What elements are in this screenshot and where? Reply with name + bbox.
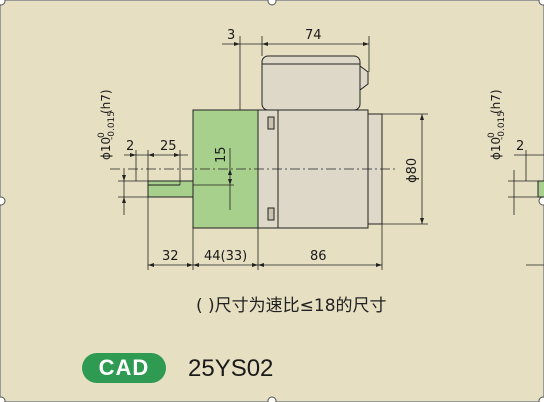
screw-top	[267, 116, 275, 130]
fragment-shaft	[537, 180, 544, 198]
dim-label-body-dia: ϕ80	[405, 158, 420, 183]
shaft-tol-fit: (h7)	[99, 89, 113, 114]
handle-middle-left[interactable]	[0, 196, 6, 206]
handle-bottom-left[interactable]	[0, 396, 6, 402]
dim-label-key-offset: 2	[126, 139, 134, 154]
arrow	[363, 42, 369, 46]
shaft-tol-upper: 0	[487, 132, 497, 138]
shaft-tol-lower: -0.015	[107, 111, 117, 140]
handle-top-middle[interactable]	[267, 0, 277, 6]
arrow	[130, 153, 136, 157]
arrow	[258, 263, 264, 267]
dim-label-motor-len: 86	[310, 249, 327, 264]
model-number: 25YS02	[188, 355, 274, 382]
terminal-plug	[359, 65, 369, 91]
dim-label-top-gap: 3	[227, 28, 235, 43]
arrow	[122, 197, 126, 203]
dim-label-key-offset: 2	[516, 139, 524, 154]
output-shaft	[147, 180, 194, 198]
dimension-lines	[118, 36, 428, 270]
cad-button[interactable]: CAD	[82, 353, 166, 383]
handle-middle-right[interactable]	[538, 196, 544, 206]
shaft-tol-prefix: ϕ10	[99, 137, 113, 160]
arrow	[174, 153, 180, 157]
motor-drawing	[110, 55, 395, 229]
dim-label-key-len: 25	[160, 139, 177, 154]
dim-label-key-height: 15	[214, 146, 229, 163]
shaft-tol-upper: 0	[97, 132, 107, 138]
arrow	[148, 153, 154, 157]
arrow	[122, 175, 126, 181]
arrow	[376, 263, 382, 267]
arrow	[187, 263, 193, 267]
handle-top-right[interactable]	[538, 0, 544, 6]
shaft-tol-prefix: ϕ10	[489, 137, 503, 160]
adjacent-drawing-fragment: ϕ10 0 -0.015 (h7) 2	[487, 89, 544, 266]
shaft-tolerance-label: ϕ10 0 -0.015 (h7)	[97, 89, 117, 160]
ratio-footnote: ( )尺寸为速比≤18的尺寸	[196, 296, 387, 316]
arrow	[252, 263, 258, 267]
shaft-tol-fit: (h7)	[489, 89, 503, 114]
handle-bottom-middle[interactable]	[267, 396, 277, 402]
arrow	[262, 42, 268, 46]
arrow	[148, 263, 154, 267]
arrow	[193, 263, 199, 267]
arrow	[234, 42, 240, 46]
arrow	[228, 169, 232, 175]
dimension-arrows	[122, 42, 424, 267]
dim-label-top-width: 74	[305, 28, 322, 43]
shaft-tol-lower: -0.015	[497, 111, 507, 140]
dim-label-shaft-len: 32	[162, 249, 179, 264]
dim-label-gearbox-len: 44(33)	[204, 249, 247, 264]
arrow	[420, 218, 424, 224]
handle-top-left[interactable]	[0, 0, 6, 6]
arrow	[420, 114, 424, 120]
cad-button-label: CAD	[98, 355, 150, 380]
handle-bottom-right[interactable]	[538, 396, 544, 402]
screw-bottom	[267, 207, 275, 221]
arrow	[228, 179, 232, 185]
